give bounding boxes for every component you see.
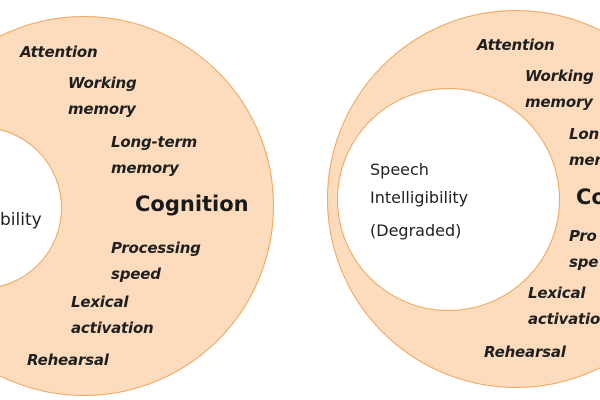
left-factor-attention: Attention: [20, 43, 98, 61]
right-factor-processing-speed-line1: Pro: [569, 227, 597, 245]
left-factor-rehearsal: Rehearsal: [27, 351, 109, 369]
left-factor-long-term-memory-line2: memory: [111, 159, 179, 177]
right-factor-working-memory-line1: Working: [525, 67, 594, 85]
right-center-line-1: Speech: [370, 160, 429, 179]
left-factor-working-memory-line2: memory: [68, 100, 136, 118]
right-factor-processing-speed-line2: spe: [569, 253, 599, 271]
right-intelligibility-circle: [337, 88, 560, 311]
right-factor-lexical-activation-line1: Lexical: [528, 284, 586, 302]
right-factor-rehearsal: Rehearsal: [484, 343, 566, 361]
right-center-line-2: Intelligibility: [370, 188, 469, 207]
left-factor-working-memory-line1: Working: [68, 74, 137, 92]
right-factor-long-term-memory-line2: mer: [569, 151, 600, 169]
right-factor-lexical-activation-line2: activatio: [528, 310, 600, 328]
left-cognition-title: Cognition: [135, 192, 249, 216]
left-factor-processing-speed-line1: Processing: [111, 239, 201, 257]
right-center-line-3: (Degraded): [370, 221, 462, 240]
left-factor-long-term-memory-line1: Long-term: [111, 133, 198, 151]
right-factor-working-memory-line2: memory: [525, 93, 593, 111]
right-cognition-title: Co: [576, 185, 600, 209]
right-factor-attention: Attention: [477, 36, 555, 54]
right-factor-long-term-memory-line1: Lon: [569, 125, 599, 143]
left-factor-lexical-activation-line1: Lexical: [71, 293, 129, 311]
left-factor-processing-speed-line2: speed: [111, 265, 161, 283]
left-factor-lexical-activation-line2: activation: [71, 319, 154, 337]
left-center-label: bility: [0, 210, 42, 230]
